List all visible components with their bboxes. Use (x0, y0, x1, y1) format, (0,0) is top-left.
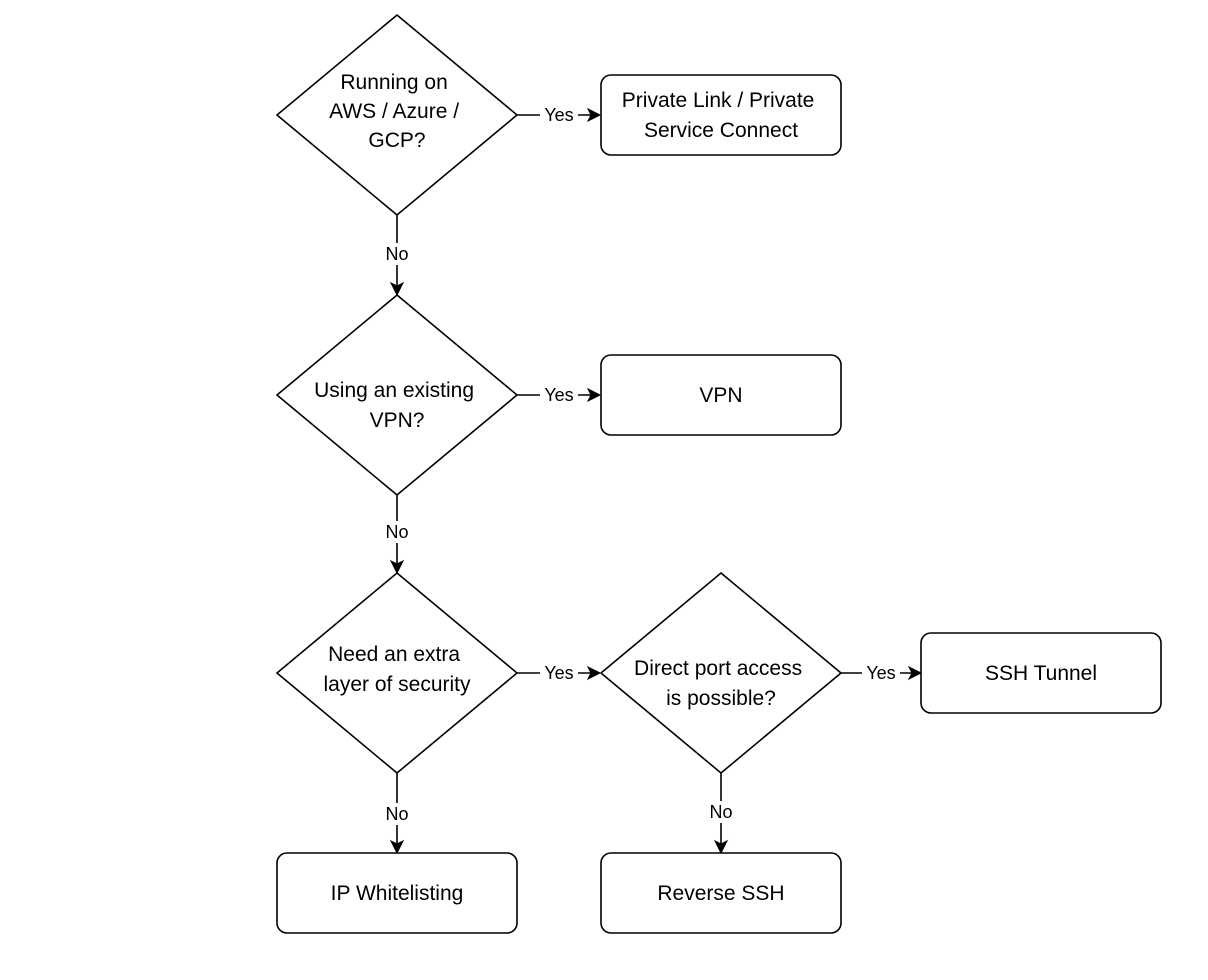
edge-label-security-yes: Yes (544, 663, 573, 683)
edge-label-direct-yes: Yes (866, 663, 895, 683)
decision-cloud-line-2: AWS / Azure / (329, 100, 459, 123)
decision-cloud-line-3: GCP? (368, 129, 425, 152)
svg-text:Private Link / Private S: Private Link / Private Service Connect (622, 89, 820, 142)
edge-label-vpn-no: No (385, 522, 408, 542)
svg-text:Need an extra layer of s: Need an extra layer of security (323, 643, 471, 696)
outcome-vpn: VPN (600, 354, 842, 436)
edge-security-yes: Yes (517, 662, 602, 684)
outcome-private-link-line-2: Service Connect (644, 119, 798, 142)
decision-vpn-line-2: VPN? (370, 409, 425, 432)
edge-direct-no: No (705, 773, 737, 855)
svg-text:Running on AWS / Azure /: Running on AWS / Azure / GCP? (329, 71, 465, 152)
edge-cloud-no: No (381, 215, 413, 297)
decision-existing-vpn: Using an existing VPN? (275, 293, 519, 497)
edge-label-security-no: No (385, 804, 408, 824)
outcome-vpn-label: VPN (699, 384, 742, 407)
outcome-ip-whitelisting: IP Whitelisting (276, 852, 518, 934)
edge-vpn-yes: Yes (517, 384, 602, 406)
outcome-reverse-ssh: Reverse SSH (600, 852, 842, 934)
edge-label-direct-no: No (709, 802, 732, 822)
svg-text:Direct port access is po: Direct port access is possible? (634, 657, 808, 710)
edge-vpn-no: No (381, 495, 413, 575)
decision-cloud-provider: Running on AWS / Azure / GCP? (275, 13, 519, 217)
decision-direct-port-access: Direct port access is possible? (599, 571, 843, 775)
edge-label-cloud-yes: Yes (544, 105, 573, 125)
edge-label-cloud-no: No (385, 244, 408, 264)
outcome-ip-whitelisting-label: IP Whitelisting (331, 882, 464, 905)
decision-extra-security: Need an extra layer of security (275, 571, 519, 775)
decision-direct-line-2: is possible? (666, 687, 776, 710)
outcome-private-link-line-1: Private Link / Private (622, 89, 815, 112)
edge-cloud-yes: Yes (517, 104, 602, 126)
svg-text:Using an existing VPN?: Using an existing VPN? (314, 379, 480, 432)
decision-vpn-line-1: Using an existing (314, 379, 474, 402)
outcome-ssh-tunnel: SSH Tunnel (920, 632, 1162, 714)
edge-direct-yes: Yes (841, 662, 923, 684)
decision-direct-line-1: Direct port access (634, 657, 802, 680)
decision-security-line-1: Need an extra (328, 643, 460, 666)
decision-cloud-line-1: Running on (340, 71, 447, 94)
outcome-private-link: Private Link / Private Service Connect (600, 74, 842, 156)
outcome-reverse-ssh-label: Reverse SSH (657, 882, 784, 905)
decision-security-line-2: layer of security (323, 673, 471, 696)
outcome-ssh-tunnel-label: SSH Tunnel (985, 662, 1097, 685)
edge-label-vpn-yes: Yes (544, 385, 573, 405)
edge-security-no: No (381, 773, 413, 855)
